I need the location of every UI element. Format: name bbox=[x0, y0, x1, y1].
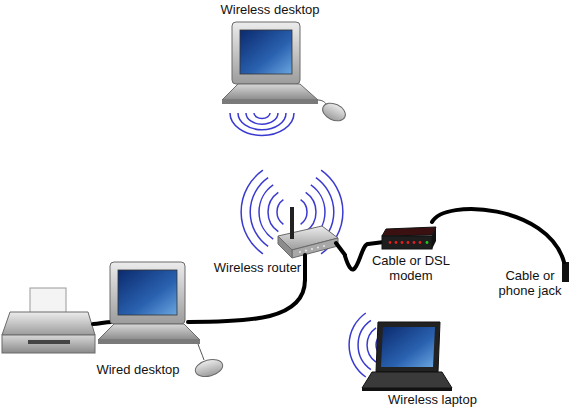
printer-paper bbox=[30, 288, 66, 314]
printer-front bbox=[2, 335, 95, 353]
wave-arc bbox=[277, 200, 283, 225]
modem-device bbox=[368, 227, 436, 249]
cable-stub bbox=[336, 243, 345, 255]
laptop-screen bbox=[381, 327, 435, 367]
device-label: Wireless router bbox=[195, 260, 320, 275]
network-cable bbox=[188, 280, 305, 322]
wave-arc bbox=[230, 113, 294, 135]
router-front bbox=[292, 238, 338, 258]
wave-arc bbox=[358, 320, 371, 369]
wave-arc bbox=[241, 170, 263, 254]
device-node: Wireless router bbox=[195, 168, 345, 280]
computer-base bbox=[98, 324, 200, 340]
laptop-base bbox=[362, 372, 452, 388]
modem-top bbox=[382, 227, 436, 236]
laptop-lid bbox=[376, 322, 440, 372]
laptop-device bbox=[362, 322, 452, 391]
device-node: Wireless desktop bbox=[200, 0, 340, 145]
router-antenna bbox=[290, 207, 294, 239]
wall-jack bbox=[562, 262, 569, 282]
router-side bbox=[278, 236, 292, 258]
modem-front bbox=[382, 236, 432, 249]
printer-body bbox=[2, 312, 95, 335]
modem-light bbox=[426, 241, 429, 244]
mouse bbox=[320, 100, 349, 125]
device-node: Wired desktop bbox=[88, 260, 188, 382]
device-node: Wireless laptop bbox=[345, 312, 490, 412]
computer-base bbox=[222, 84, 318, 100]
wave-arc bbox=[259, 185, 273, 239]
device-node: Cable or DSL modem bbox=[368, 222, 454, 288]
wave-arc bbox=[349, 313, 366, 377]
network-cable bbox=[432, 209, 564, 262]
wave-arc bbox=[367, 328, 376, 362]
monitor-screen bbox=[240, 30, 292, 74]
wave-arc bbox=[268, 192, 278, 231]
modem-light bbox=[413, 241, 416, 244]
printer-device bbox=[2, 288, 112, 353]
router-light bbox=[311, 248, 313, 250]
laptop-base-front bbox=[362, 388, 452, 391]
computer-base-front bbox=[222, 100, 318, 104]
wave-arc bbox=[254, 113, 270, 119]
router-light bbox=[317, 247, 319, 249]
device-label: Wired desktop bbox=[88, 362, 188, 377]
modem-side bbox=[432, 227, 436, 249]
network-cable bbox=[345, 244, 368, 269]
desktop-computer bbox=[222, 22, 348, 124]
cable-stub bbox=[303, 255, 307, 280]
modem-light bbox=[419, 241, 422, 244]
wave-arc bbox=[250, 178, 268, 247]
monitor-screen bbox=[118, 270, 177, 315]
device-label: Cable or phone jack bbox=[495, 268, 565, 298]
device-node: Cable or phone jack bbox=[495, 262, 569, 306]
desktop-computer bbox=[98, 262, 225, 379]
modem-light bbox=[395, 241, 398, 244]
printer-cable bbox=[93, 322, 112, 324]
device-label: Wireless desktop bbox=[200, 2, 340, 17]
modem-light bbox=[407, 241, 410, 244]
router-light bbox=[323, 245, 325, 247]
mouse bbox=[193, 357, 224, 380]
modem-light bbox=[389, 241, 392, 244]
device-label: Cable or DSL modem bbox=[368, 253, 454, 283]
modem-light bbox=[401, 241, 404, 244]
wave-arc bbox=[306, 192, 316, 231]
device-label: Wireless laptop bbox=[375, 392, 490, 407]
printer-slot bbox=[28, 340, 70, 344]
wave-arc bbox=[301, 200, 307, 225]
monitor-frame bbox=[232, 22, 300, 84]
monitor-frame bbox=[110, 262, 185, 324]
router-light bbox=[299, 251, 301, 253]
wireless-waves bbox=[230, 113, 294, 135]
computer-base-front bbox=[98, 340, 200, 344]
wave-arc bbox=[238, 113, 286, 130]
mouse-cable bbox=[198, 344, 204, 360]
wave-arc bbox=[246, 113, 278, 124]
router-light bbox=[305, 250, 307, 252]
